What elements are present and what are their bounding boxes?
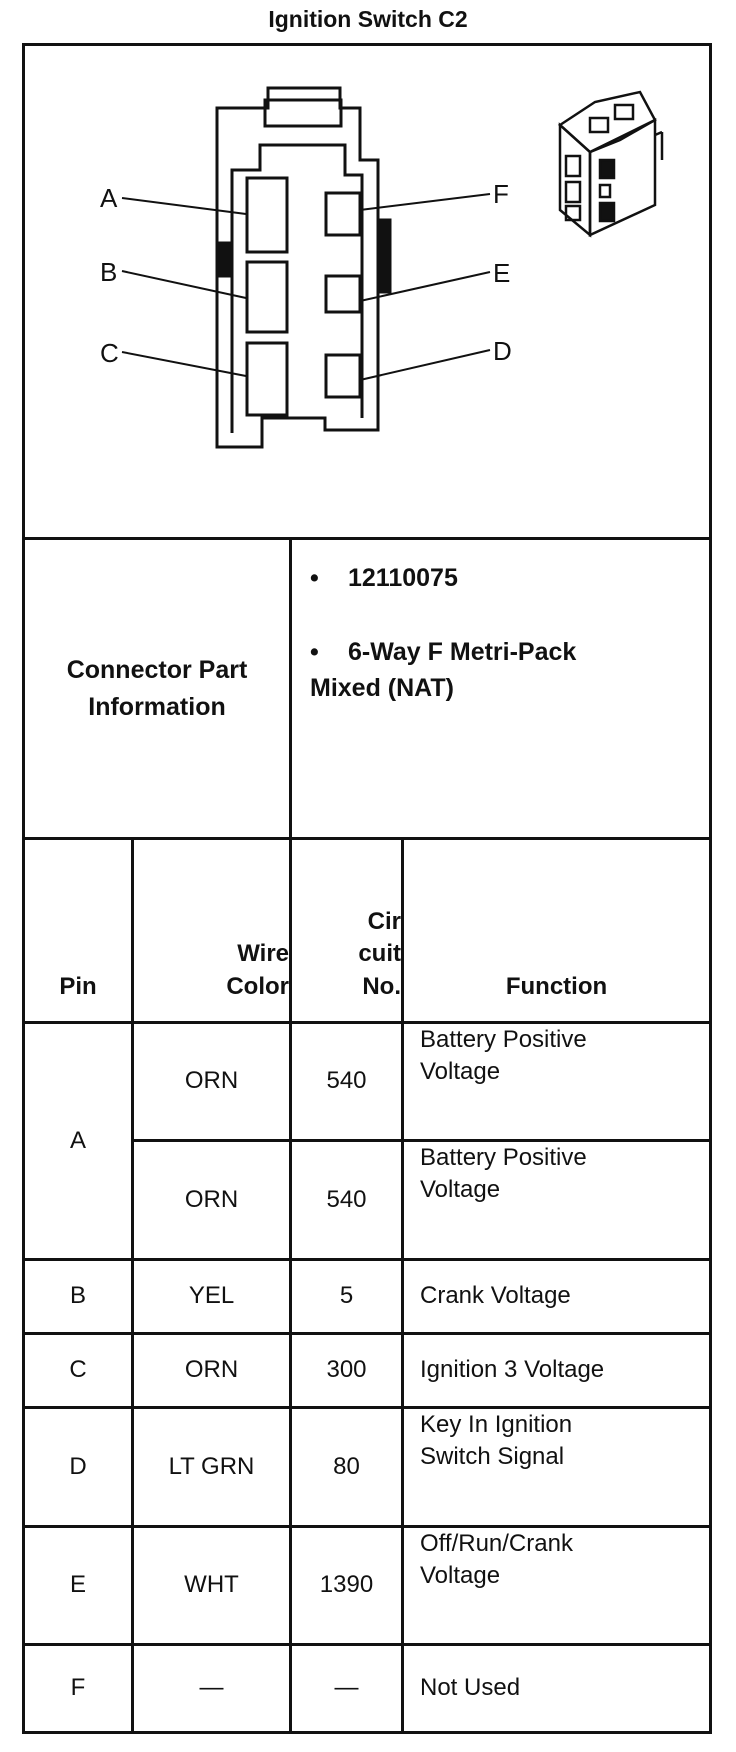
pin-label-d: D — [493, 336, 512, 366]
leader-c — [121, 351, 247, 377]
pin-a-cell: A — [69, 1126, 86, 1154]
cavity-a — [245, 176, 289, 254]
leader-f — [359, 193, 491, 211]
frame-top — [24, 43, 712, 46]
part-number: 12110075 — [348, 564, 458, 592]
row-f-color: — — [199, 1674, 224, 1702]
header-function: Function — [505, 972, 608, 1000]
row-d-function: Key In Ignition Switch Signal — [420, 1411, 573, 1471]
row-f-function: Not Used — [420, 1674, 521, 1702]
cavity-b — [245, 260, 289, 334]
row-a2-color: ORN — [184, 1185, 239, 1213]
row-b-color: YEL — [188, 1282, 235, 1310]
pin-label-b: B — [100, 257, 117, 287]
connector-side-tab-left — [215, 241, 231, 278]
frame-left — [22, 43, 25, 1734]
leader-b — [121, 270, 247, 299]
page-title: Ignition Switch C2 — [268, 6, 468, 32]
part-description-line2: Mixed (NAT) — [310, 674, 454, 702]
col-line-1 — [131, 837, 134, 1733]
divider-row-d — [24, 1406, 712, 1409]
row-b-function: Crank Voltage — [420, 1282, 571, 1310]
pin-label-a: A — [100, 183, 118, 213]
row-d-pin: D — [69, 1452, 87, 1480]
row-a1-color: ORN — [184, 1067, 239, 1095]
connector-info-label-line2: Information — [88, 692, 226, 721]
row-f-circuit: — — [334, 1674, 359, 1702]
frame-right — [709, 43, 712, 1734]
row-e-color: WHT — [184, 1571, 239, 1599]
pin-label-c: C — [100, 338, 119, 368]
divider-row-f — [24, 1643, 712, 1646]
divider-diagram — [24, 537, 712, 540]
header-wire-color: Wire Color — [226, 940, 289, 1000]
bullet-description: • — [310, 638, 319, 666]
divider-info-col — [289, 537, 292, 838]
cavity-c — [245, 341, 289, 417]
leader-a — [121, 197, 247, 215]
header-pin: Pin — [59, 972, 97, 1000]
divider-row-c — [24, 1332, 712, 1335]
connector-info-label-line1: Connector Part — [66, 656, 248, 685]
row-a2-function: Battery Positive Voltage — [420, 1144, 587, 1204]
col-line-2 — [289, 837, 292, 1733]
row-e-function: Off/Run/Crank Voltage — [420, 1530, 573, 1590]
row-a1-function: Battery Positive Voltage — [420, 1026, 587, 1086]
header-circuit: Cir cuit No. — [358, 907, 401, 1000]
connector-diagram: A B C F E D — [100, 86, 664, 449]
connector-housing-outline — [215, 86, 380, 449]
cavity-e — [324, 274, 362, 314]
divider-row-a-split — [133, 1139, 712, 1142]
divider-row-e — [24, 1525, 712, 1528]
row-e-pin: E — [69, 1571, 86, 1599]
pin-label-f: F — [493, 179, 509, 209]
frame-bottom — [24, 1731, 712, 1734]
cavity-d — [324, 353, 362, 399]
row-d-color: LT GRN — [168, 1452, 255, 1480]
cavity-f — [324, 191, 362, 237]
bullet-part-number: • — [310, 564, 319, 592]
part-description-line1: 6-Way F Metri-Pack — [348, 638, 577, 666]
row-c-circuit: 300 — [326, 1356, 367, 1384]
divider-row-b — [24, 1258, 712, 1261]
leader-d — [359, 349, 491, 381]
divider-header — [24, 1021, 712, 1024]
row-b-circuit: 5 — [339, 1282, 354, 1310]
connector-housing-inner — [230, 143, 364, 433]
row-f-pin: F — [70, 1674, 86, 1702]
connector-iso-view — [557, 90, 664, 238]
col-line-3 — [401, 837, 404, 1733]
row-a2-circuit: 540 — [326, 1185, 367, 1213]
divider-info — [24, 837, 712, 840]
row-c-pin: C — [69, 1356, 87, 1384]
connector-info-label: Connector Part Information — [25, 540, 289, 837]
row-b-pin: B — [69, 1282, 86, 1310]
pin-label-e: E — [493, 258, 510, 288]
row-c-function: Ignition 3 Voltage — [420, 1356, 605, 1384]
connector-latch — [263, 98, 343, 128]
row-e-circuit: 1390 — [319, 1571, 374, 1599]
row-d-circuit: 80 — [333, 1452, 360, 1480]
connector-side-tab-right — [376, 218, 392, 294]
row-c-color: ORN — [184, 1356, 239, 1384]
row-a1-circuit: 540 — [326, 1067, 367, 1095]
leader-e — [359, 271, 491, 302]
